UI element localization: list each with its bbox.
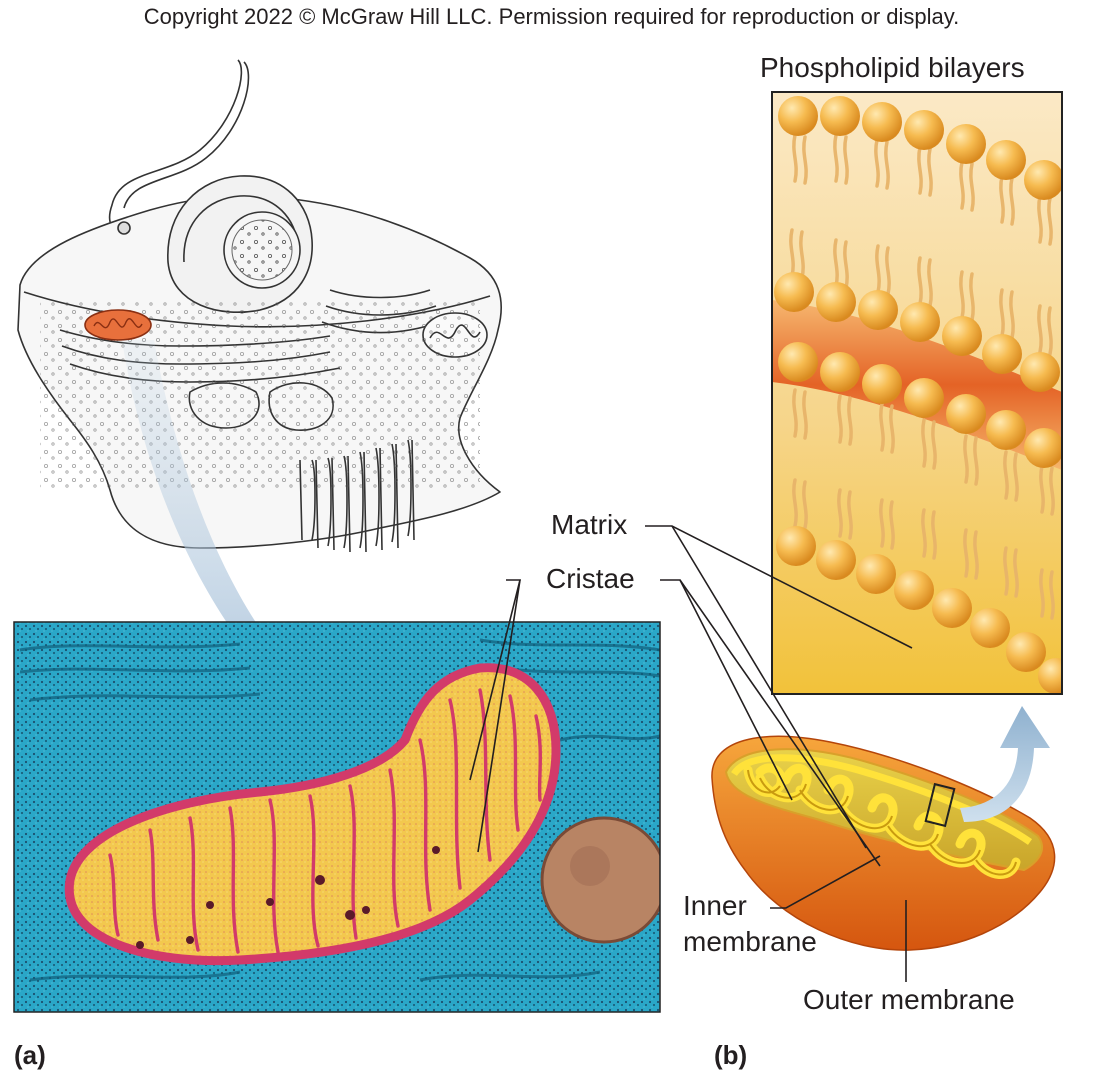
bilayer-inset [772, 92, 1062, 694]
label-inner-membrane-line2: membrane [683, 926, 817, 957]
cell-illustration [17, 59, 502, 553]
label-cristae: Cristae [546, 563, 635, 594]
label-inner-membrane-line1: Inner [683, 890, 747, 921]
cell-mitochondrion-highlight [84, 309, 152, 341]
mitochondrion-3d [711, 735, 1056, 951]
micrograph-panel [14, 622, 660, 1012]
panel-label-b: (b) [714, 1040, 748, 1070]
label-matrix: Matrix [551, 509, 628, 540]
copyright-notice: Copyright 2022 © McGraw Hill LLC. Permis… [143, 4, 960, 29]
zoom-arrow-b [960, 706, 1050, 822]
label-phospholipid-bilayers: Phospholipid bilayers [760, 52, 1025, 83]
panel-label-a: (a) [14, 1040, 46, 1070]
leader-lines [469, 525, 913, 982]
label-outer-membrane: Outer membrane [803, 984, 1015, 1015]
